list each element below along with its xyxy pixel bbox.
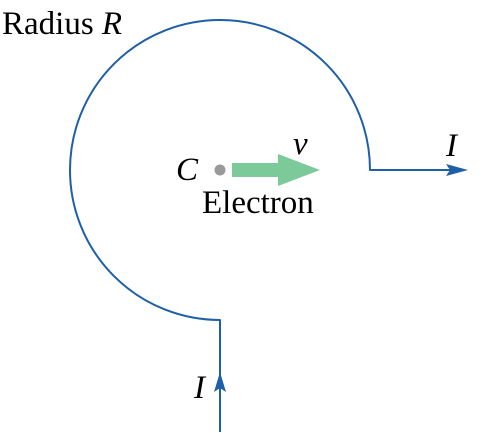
- radius-label: Radius R: [2, 6, 122, 42]
- outgoing-current-arrow-icon: [446, 164, 468, 176]
- current-out-label: I: [445, 128, 459, 164]
- center-label: C: [176, 152, 199, 188]
- velocity-arrow: [232, 154, 320, 186]
- incoming-current-arrow-icon: [214, 372, 226, 392]
- radius-word: Radius: [2, 6, 94, 42]
- circular-wire-arc: [69, 19, 371, 321]
- electron-label: Electron: [202, 185, 314, 221]
- current-in-label: I: [193, 370, 207, 406]
- radius-symbol: R: [101, 6, 122, 42]
- velocity-label: v: [293, 126, 308, 162]
- center-dot: [214, 164, 226, 176]
